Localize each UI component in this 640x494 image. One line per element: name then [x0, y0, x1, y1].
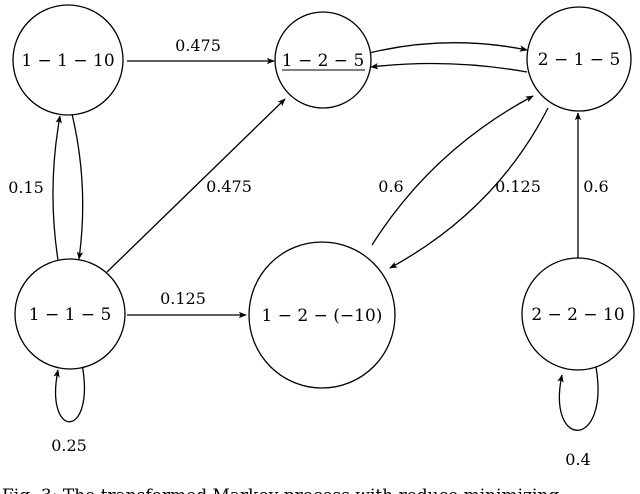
edge-1-1-5-self-loop: [53, 363, 86, 423]
edge-label-2-1-5-to-1-2-m10: 0.125: [495, 177, 541, 196]
node-1-2-m10: 1 − 2 − (−10): [248, 241, 396, 389]
node-label: 1 − 1 − 10: [21, 51, 114, 71]
edge-label-1-1-10-1-1-5: 0.15: [8, 178, 44, 197]
edge-1-2-m10-to-2-1-5: [371, 95, 534, 246]
edge-label-1-1-10-to-1-2-5: 0.475: [175, 36, 221, 55]
node-label: 2 − 2 − 10: [531, 305, 624, 325]
edge-2-1-5-to-1-2-5: [370, 62, 528, 73]
edge-label-1-2-m10-to-2-1-5: 0.6: [378, 177, 403, 196]
edge-1-1-5-to-1-1-10: [52, 115, 62, 261]
node-2-1-5: 2 − 1 − 5: [526, 6, 632, 112]
node-1-1-10: 1 − 1 − 10: [12, 4, 124, 116]
node-1-1-5: 1 − 1 − 5: [14, 258, 126, 370]
edge-label-1-1-5-to-1-2-5: 0.475: [206, 177, 252, 196]
edge-2-2-10-self-loop: [557, 366, 599, 431]
node-label: 2 − 1 − 5: [538, 50, 621, 70]
edge-label-2-2-10-self: 0.4: [565, 450, 590, 469]
node-label: 1 − 2 − 5: [282, 51, 365, 71]
node-label: 1 − 2 − (−10): [262, 306, 383, 326]
edge-label-1-1-5-to-1-2-m10: 0.125: [160, 289, 206, 308]
figure-caption: Fig. 3: The transformed Markov process w…: [2, 486, 559, 494]
edge-label-2-2-10-to-2-1-5: 0.6: [583, 177, 608, 196]
edge-1-1-5-to-1-2-5: [106, 98, 286, 273]
edge-label-1-1-5-self: 0.25: [51, 436, 87, 455]
node-1-2-5: 1 − 2 − 5: [274, 11, 372, 109]
edge-2-1-5-to-1-2-m10: [389, 107, 549, 269]
node-2-2-10: 2 − 2 − 10: [521, 257, 635, 371]
node-label: 1 − 1 − 5: [29, 305, 112, 325]
edge-1-1-10-to-1-1-5: [71, 113, 84, 260]
edge-1-2-5-to-2-1-5: [368, 42, 528, 54]
